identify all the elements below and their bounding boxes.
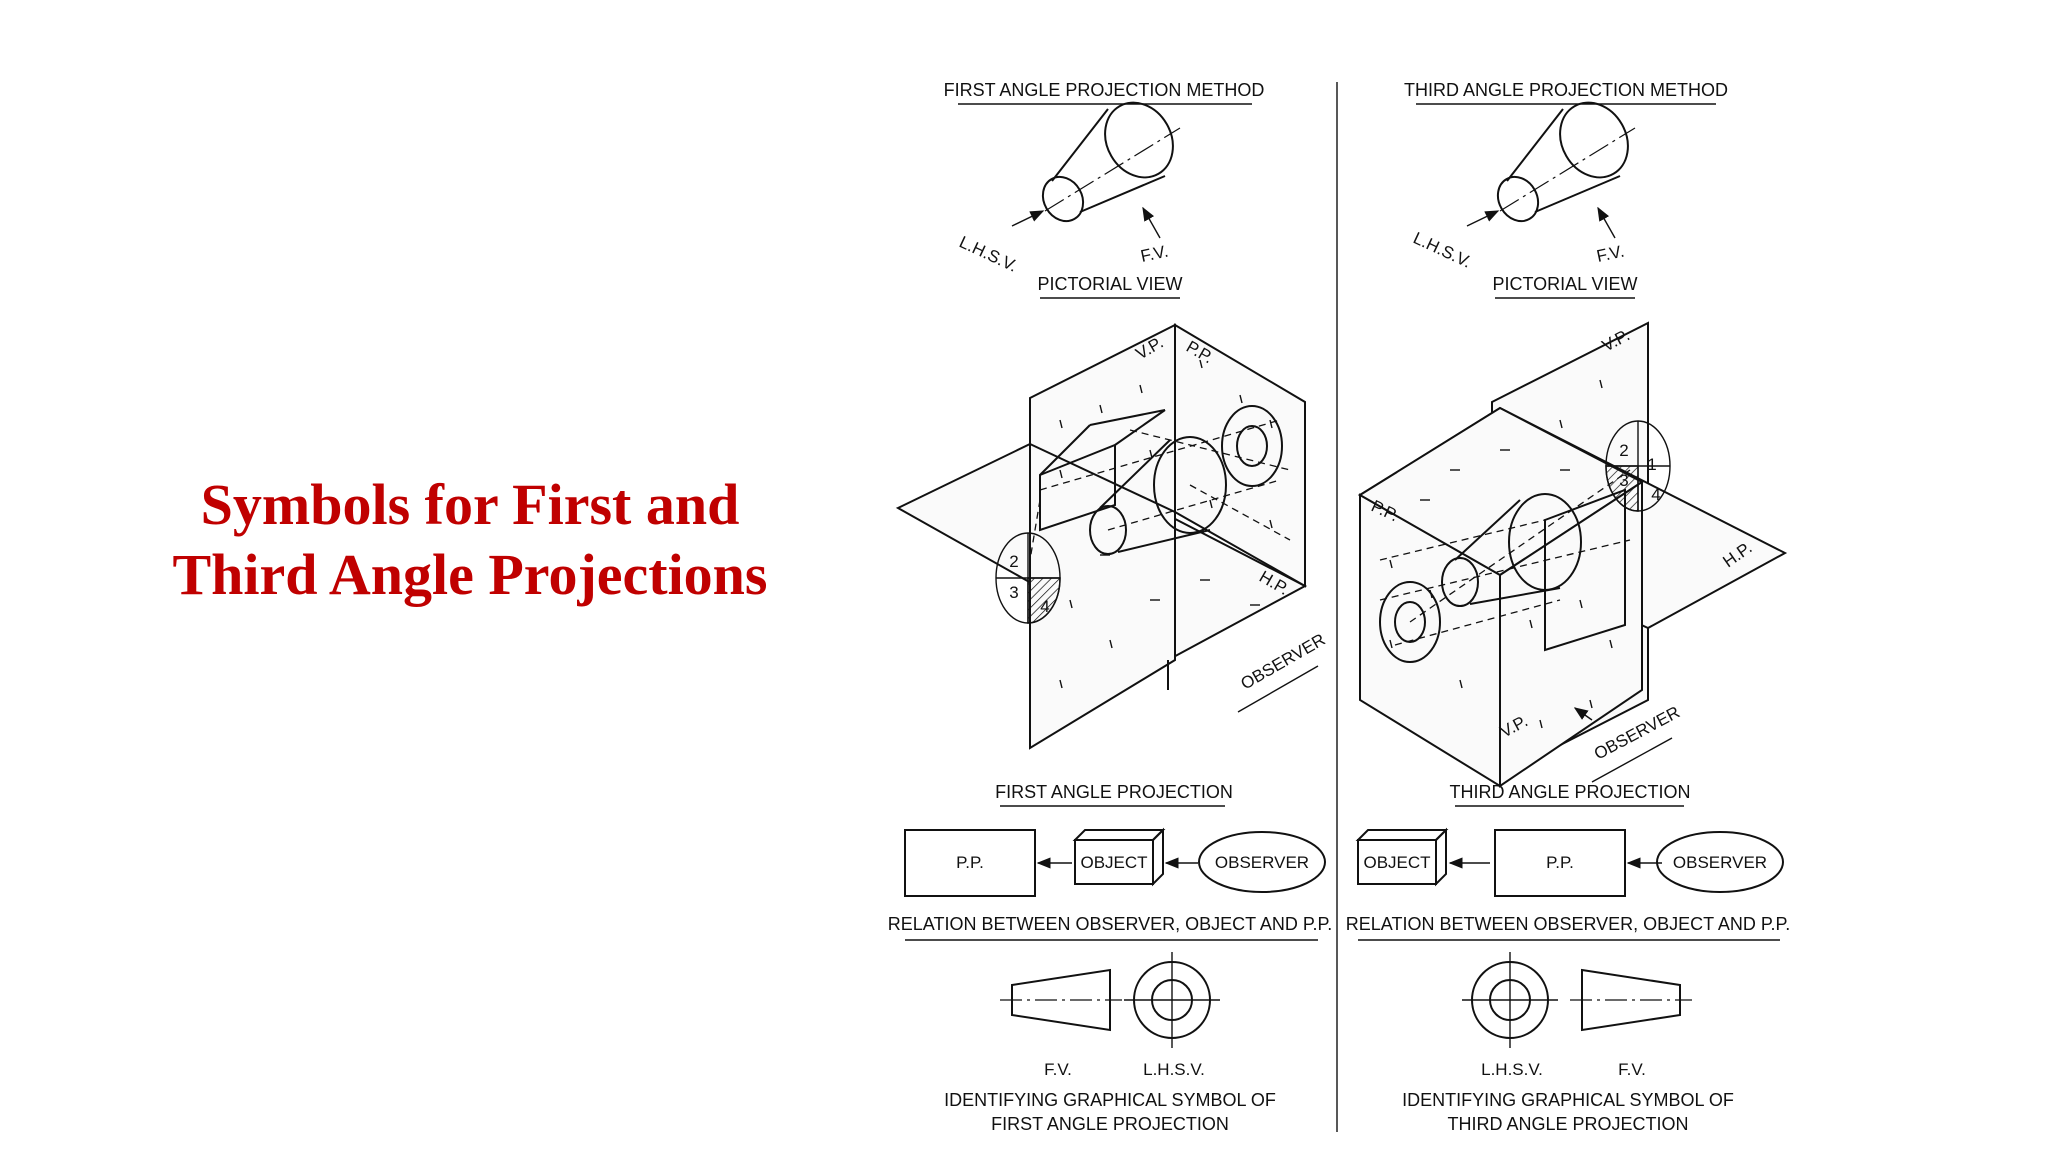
- third-quadrant-2: 2: [1619, 441, 1628, 460]
- third-quadrant-1: 1: [1647, 455, 1656, 474]
- third-symbol-caption-1: IDENTIFYING GRAPHICAL SYMBOL OF: [1402, 1090, 1734, 1110]
- first-pp-box-label: P.P.: [956, 853, 984, 872]
- first-observer-ellipse: [1198, 831, 1326, 893]
- third-observer-ellipse-label: OBSERVER: [1673, 853, 1767, 872]
- third-object-box-label: OBJECT: [1363, 853, 1430, 872]
- third-planes: [1357, 321, 1788, 788]
- third-relation-diagram: OBJECT P.P. OBSERVER: [1355, 827, 1784, 897]
- first-observer-ellipse-label: OBSERVER: [1215, 853, 1309, 872]
- first-quadrant-indicator: [995, 532, 1061, 624]
- third-observer-ellipse: [1656, 831, 1784, 893]
- first-symbol-lhsv: L.H.S.V.: [1143, 1060, 1205, 1079]
- third-lhsv-arrow-label: L.H.S.V.: [1410, 228, 1474, 271]
- first-relation-caption: RELATION BETWEEN OBSERVER, OBJECT AND P.…: [888, 914, 1332, 934]
- third-symbol-lhsv: L.H.S.V.: [1481, 1060, 1543, 1079]
- third-angle-column: THIRD ANGLE PROJECTION METHOD L.H.S.V. F…: [1346, 80, 1790, 1134]
- third-pictorial-caption: PICTORIAL VIEW: [1492, 274, 1637, 294]
- first-identifying-symbol: [1000, 952, 1220, 1048]
- third-object: [1379, 469, 1631, 663]
- third-pp-box: [1494, 829, 1626, 897]
- third-fv-arrow-label: F.V.: [1595, 242, 1626, 266]
- first-planes: [895, 323, 1308, 750]
- third-box-front: [1499, 480, 1643, 788]
- third-quadrant-indicator: [1605, 420, 1671, 512]
- first-relation-diagram: P.P. OBJECT OBSERVER: [904, 827, 1326, 897]
- first-symbol-caption-2: FIRST ANGLE PROJECTION: [991, 1114, 1229, 1134]
- slide-title: Symbols for First and Third Angle Projec…: [120, 470, 820, 610]
- third-relation-caption: RELATION BETWEEN OBSERVER, OBJECT AND P.…: [1346, 914, 1790, 934]
- third-pictorial-cone: [1466, 101, 1636, 239]
- first-pictorial-cone: [1011, 101, 1181, 239]
- first-pp-box: [904, 829, 1036, 897]
- third-method-title: THIRD ANGLE PROJECTION METHOD: [1404, 80, 1728, 100]
- slide-title-line-2: Third Angle Projections: [172, 542, 768, 607]
- first-vp-plane: [1029, 323, 1176, 750]
- third-symbol-caption-2: THIRD ANGLE PROJECTION: [1447, 1114, 1688, 1134]
- first-pictorial-caption: PICTORIAL VIEW: [1037, 274, 1182, 294]
- first-relation-title: FIRST ANGLE PROJECTION: [995, 782, 1233, 802]
- third-relation-title: THIRD ANGLE PROJECTION: [1449, 782, 1690, 802]
- third-quadrant-3: 3: [1619, 471, 1628, 490]
- third-identifying-symbol: [1462, 952, 1692, 1048]
- third-symbol-fv: F.V.: [1618, 1060, 1646, 1079]
- third-quadrant-4: 4: [1651, 485, 1660, 504]
- first-fv-arrow-label: F.V.: [1139, 242, 1170, 266]
- first-lhsv-arrow-label: L.H.S.V.: [956, 232, 1020, 275]
- first-quadrant-4: 4: [1040, 597, 1049, 616]
- first-symbol-fv: F.V.: [1044, 1060, 1072, 1079]
- first-object-box-label: OBJECT: [1080, 853, 1147, 872]
- slide-title-line-1: Symbols for First and: [200, 472, 740, 537]
- first-symbol-caption-1: IDENTIFYING GRAPHICAL SYMBOL OF: [944, 1090, 1276, 1110]
- first-method-title: FIRST ANGLE PROJECTION METHOD: [944, 80, 1265, 100]
- first-object: [1029, 405, 1291, 561]
- first-quadrant-2: 2: [1009, 552, 1018, 571]
- first-quadrant-3: 3: [1009, 583, 1018, 602]
- first-angle-column: FIRST ANGLE PROJECTION METHOD L.H.S.V. F…: [888, 80, 1332, 1134]
- first-observer-label: OBSERVER: [1238, 630, 1329, 694]
- third-pp-box-label: P.P.: [1546, 853, 1574, 872]
